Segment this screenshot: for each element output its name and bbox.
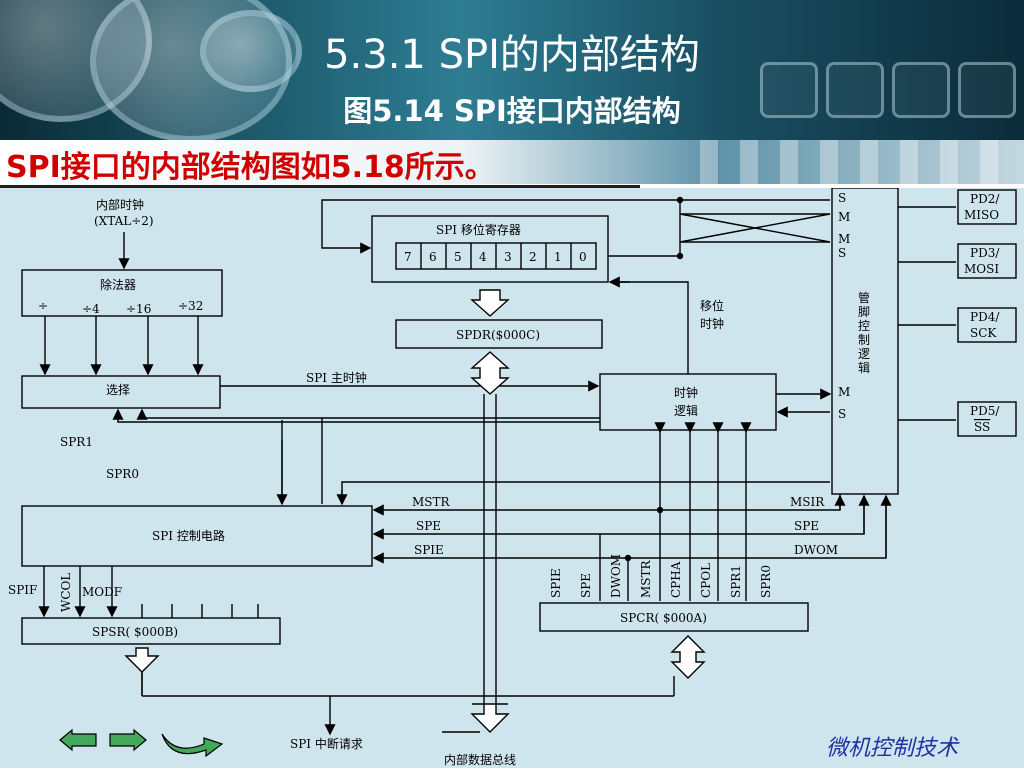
square-decoration (958, 62, 1016, 118)
nav-back-button[interactable] (59, 728, 97, 752)
wcol-label: WCOL (59, 573, 73, 612)
pin-box-miso (957, 189, 1017, 225)
pin-logic-label: 管 (858, 290, 870, 305)
spi-control-label: SPI 控制电路 (152, 528, 225, 543)
shift-clock-label: 时钟 (700, 316, 724, 331)
glass-dish-decoration (200, 10, 302, 92)
divider-block (21, 269, 223, 317)
select-block (21, 375, 221, 409)
bit-label: 6 (429, 250, 437, 264)
pin-mode-letter: S (838, 246, 846, 260)
divider-ratio: ÷4 (82, 302, 100, 316)
control-input-label: MSTR (412, 495, 451, 509)
control-input-label: SPE (416, 519, 441, 533)
pin-logic-label: 脚 (858, 304, 870, 319)
pin-box-sck (957, 307, 1017, 343)
spi-block-diagram: 内部时钟 (XTAL÷2) 除法器 ÷ ÷4 ÷16 ÷32 选择 SPR1 S… (0, 187, 1024, 768)
pin-logic-label: 逻 (858, 347, 870, 361)
nav-forward-button[interactable] (109, 728, 147, 752)
spcr-bit: SPIE (549, 568, 563, 598)
pin-label-mosi: PD3/ (970, 246, 1000, 260)
divider-ratio: ÷16 (126, 302, 151, 316)
spcr-block (539, 602, 809, 632)
clock-logic-label: 时钟 (674, 385, 698, 400)
pin-label-miso: PD2/ (970, 192, 1000, 206)
spcr-bit: CPHA (669, 561, 683, 598)
pin-logic-label: 制 (858, 333, 870, 347)
spcr-bit: CPOL (699, 563, 713, 598)
spcr-bit: MSTR (639, 559, 653, 598)
bit-label: 1 (554, 250, 562, 264)
bus-label: 内部数据总线 (444, 752, 516, 767)
slide-title: 5.3.1 SPI的内部结构 (324, 32, 700, 78)
figure-caption: 图5.14 SPI接口内部结构 (343, 94, 681, 128)
pin-label-sck: SCK (970, 326, 997, 340)
bit-label: 2 (529, 250, 537, 264)
spcr-bit: SPE (579, 573, 593, 598)
bit-label: 4 (479, 250, 487, 264)
square-decoration (826, 62, 884, 118)
pin-mode-letter: M (838, 232, 850, 246)
pin-label-sck: PD4/ (970, 310, 1000, 324)
divider-ratio: ÷32 (178, 299, 203, 313)
nav-return-button[interactable] (161, 733, 224, 758)
spcr-label: SPCR( $000A) (620, 611, 707, 625)
select-label: 选择 (106, 383, 130, 397)
pin-box-ss (957, 401, 1017, 437)
internal-clock-label: (XTAL÷2) (94, 214, 154, 228)
shift-register-block (371, 215, 609, 283)
shift-clock-label: 移位 (700, 298, 724, 313)
spi-control-block (21, 505, 373, 567)
pin-label-ss: SS (974, 420, 990, 434)
spr0-label: SPR0 (106, 467, 139, 481)
pin-mode-letter: S (838, 407, 846, 421)
spcr-bit: DWOM (609, 554, 623, 598)
spr1-label: SPR1 (60, 435, 93, 449)
arrow-right-icon[interactable] (109, 728, 147, 752)
bit-label: 0 (579, 250, 587, 264)
divider (0, 185, 640, 188)
footer-course-name: 微机控制技术 (825, 736, 958, 761)
right-input-label: MSIR (790, 495, 825, 509)
square-decoration (760, 62, 818, 118)
pin-mode-letter: M (838, 385, 850, 399)
header-banner: 5.3.1 SPI的内部结构 图5.14 SPI接口内部结构 (0, 0, 1024, 142)
slide-subtitle: SPI接口的内部结构图如5.18所示。 (6, 150, 495, 185)
modf-label: MODF (82, 585, 122, 599)
pin-logic-block (831, 187, 899, 495)
internal-clock-label: 内部时钟 (96, 197, 144, 212)
divider-ratio: ÷ (38, 299, 48, 313)
spcr-bit: SPR0 (759, 565, 773, 598)
right-input-label: SPE (794, 519, 819, 533)
pin-mode-letter: S (838, 191, 846, 205)
shift-register-label: SPI 移位寄存器 (436, 222, 521, 237)
interrupt-label: SPI 中断请求 (290, 736, 363, 751)
pin-label-mosi: MOSI (964, 262, 999, 276)
spsr-block (21, 617, 281, 645)
spdr-label: SPDR($000C) (456, 328, 540, 342)
stripe-band (0, 140, 1024, 184)
clock-logic-label: 逻辑 (674, 404, 698, 418)
square-decoration (892, 62, 950, 118)
spcr-bit: SPR1 (729, 565, 743, 598)
pin-label-miso: MISO (964, 208, 999, 222)
bit-label: 5 (454, 250, 462, 264)
spdr-block (395, 319, 603, 349)
master-clock-label: SPI 主时钟 (306, 370, 367, 385)
pin-box-mosi (957, 243, 1017, 279)
bit-label: 7 (404, 250, 412, 264)
pin-logic-label: 辑 (858, 361, 870, 375)
clock-logic-block (599, 373, 777, 431)
spif-label: SPIF (8, 583, 37, 597)
pin-logic-label: 控 (858, 319, 870, 333)
spsr-label: SPSR( $000B) (92, 625, 178, 639)
pin-label-ss: PD5/ (970, 404, 1000, 418)
return-arrow-icon[interactable] (161, 733, 224, 758)
arrow-left-icon[interactable] (59, 728, 97, 752)
control-input-label: SPIE (414, 543, 444, 557)
divider-label: 除法器 (100, 277, 136, 292)
pin-mode-letter: M (838, 210, 850, 224)
bit-label: 3 (504, 250, 512, 264)
right-input-label: DWOM (794, 543, 838, 557)
